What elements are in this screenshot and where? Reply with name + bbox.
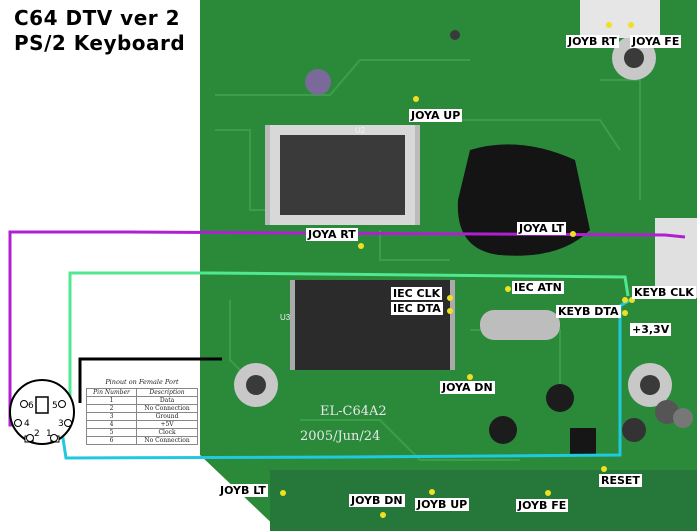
label-joya-up: JOYA UP <box>409 109 463 122</box>
wire-purple <box>8 230 686 427</box>
title-line-1: C64 DTV ver 2 <box>14 6 181 30</box>
pinout-cell: Ground <box>136 412 198 421</box>
label-joyb-fe: JOYB FE <box>516 499 569 512</box>
pinout-cell: 5 <box>85 428 138 437</box>
pin-2: 2 <box>34 429 40 439</box>
connector-header <box>580 0 660 38</box>
ps2-connector <box>9 379 75 445</box>
label-iec-clk: IEC CLK <box>391 287 443 300</box>
label-keyb-clk: KEYB CLK <box>632 286 696 299</box>
pad-dots <box>280 22 635 518</box>
silk-model: EL-C64A2 <box>320 404 387 419</box>
pinout-cell: Data <box>136 396 198 405</box>
pin-3: 3 <box>58 419 64 429</box>
pinout-cell: No Connection <box>136 404 198 413</box>
capacitors <box>305 69 693 454</box>
epoxy-blob <box>457 144 590 256</box>
pinout-cell: 2 <box>85 404 138 413</box>
pinout-header-pin: Pin Number <box>85 388 138 397</box>
pinout-cell: 6 <box>85 436 138 445</box>
label-joyb-up: JOYB UP <box>415 498 470 511</box>
label-joya-fe: JOYA FE <box>630 35 682 48</box>
wires <box>8 230 686 460</box>
label-joya-rt: JOYA RT <box>306 228 358 241</box>
pinout-cell: 1 <box>85 396 138 405</box>
pinout-table: Pinout on Female Port Pin Number Descrip… <box>85 378 198 445</box>
silk-u2: U2 <box>355 126 366 135</box>
pinout-header-row: Pin Number Description <box>85 388 198 397</box>
connector-white-right <box>655 218 697 298</box>
pinout-cell: Clock <box>136 428 198 437</box>
label-joya-lt: JOYA LT <box>517 222 566 235</box>
wire-black <box>78 357 222 403</box>
chip-u2 <box>265 125 420 225</box>
pin-5: 5 <box>52 401 58 411</box>
pinout-cell: No Connection <box>136 436 198 445</box>
pinout-row: 4+5V <box>85 420 198 429</box>
label-keyb-dta: KEYB DTA <box>556 305 621 318</box>
label-joyb-lt: JOYB LT <box>218 484 268 497</box>
wire-green <box>68 271 630 403</box>
pin-1: 1 <box>46 429 52 439</box>
title-line-2: PS/2 Keyboard <box>14 31 186 55</box>
silk-u3: U3 <box>280 313 291 322</box>
pinout-cell: +5V <box>136 420 198 429</box>
label-joyb-rt: JOYB RT <box>566 35 619 48</box>
label-reset: RESET <box>599 474 642 487</box>
silk-date: 2005/Jun/24 <box>300 429 380 444</box>
wire-cyan <box>60 298 631 460</box>
pinout-cell: 3 <box>85 412 138 421</box>
pinout-header-desc: Description <box>136 388 198 397</box>
pin-4: 4 <box>24 419 30 429</box>
label-joyb-dn: JOYB DN <box>349 494 405 507</box>
pin-6: 6 <box>28 401 34 411</box>
label-v33: +3,3V <box>630 323 672 336</box>
crystal <box>480 310 560 340</box>
pinout-caption: Pinout on Female Port <box>105 378 179 386</box>
label-iec-dta: IEC DTA <box>391 302 443 315</box>
pinout-cell: 4 <box>85 420 138 429</box>
label-iec-atn: IEC ATN <box>512 281 564 294</box>
label-joya-dn: JOYA DN <box>440 381 495 394</box>
